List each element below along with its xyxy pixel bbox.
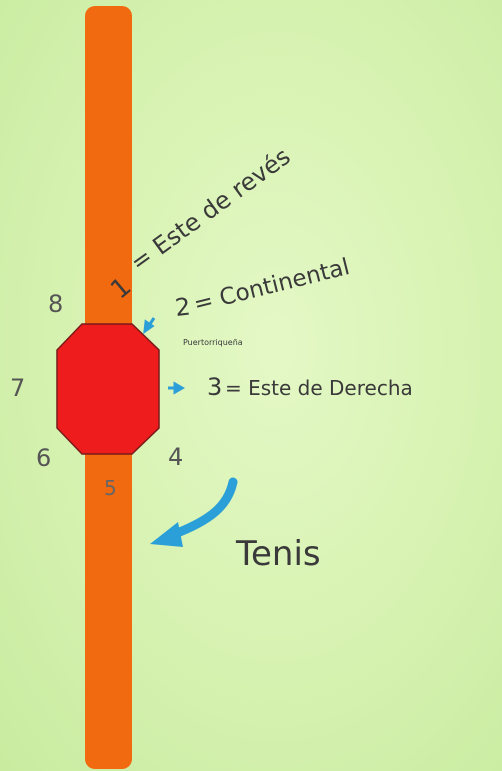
bevel-4-number: 4 [168, 443, 183, 471]
grip-1-label: = Este de revés [125, 142, 296, 277]
grip-2-label: = Continental [191, 254, 352, 318]
bevel-7-number: 7 [10, 374, 25, 402]
bevel-2-number: 2 [174, 293, 192, 322]
grip-2-note: Puertorriqueña [183, 338, 243, 347]
curved-arrow-head [150, 522, 183, 547]
bevel-3-number: 3 [207, 373, 222, 401]
grip-octagon [56, 323, 160, 455]
grip-3-label: = Este de Derecha [225, 376, 413, 400]
sport-label: Tenis [235, 534, 321, 574]
curved-arrow [167, 477, 238, 540]
bevel-8-number: 8 [48, 290, 63, 318]
bevel-2-arrow [143, 317, 156, 335]
bevel-5-number: 5 [104, 476, 117, 500]
bevel-3-arrow [168, 381, 186, 395]
bevel-6-number: 6 [36, 444, 51, 472]
